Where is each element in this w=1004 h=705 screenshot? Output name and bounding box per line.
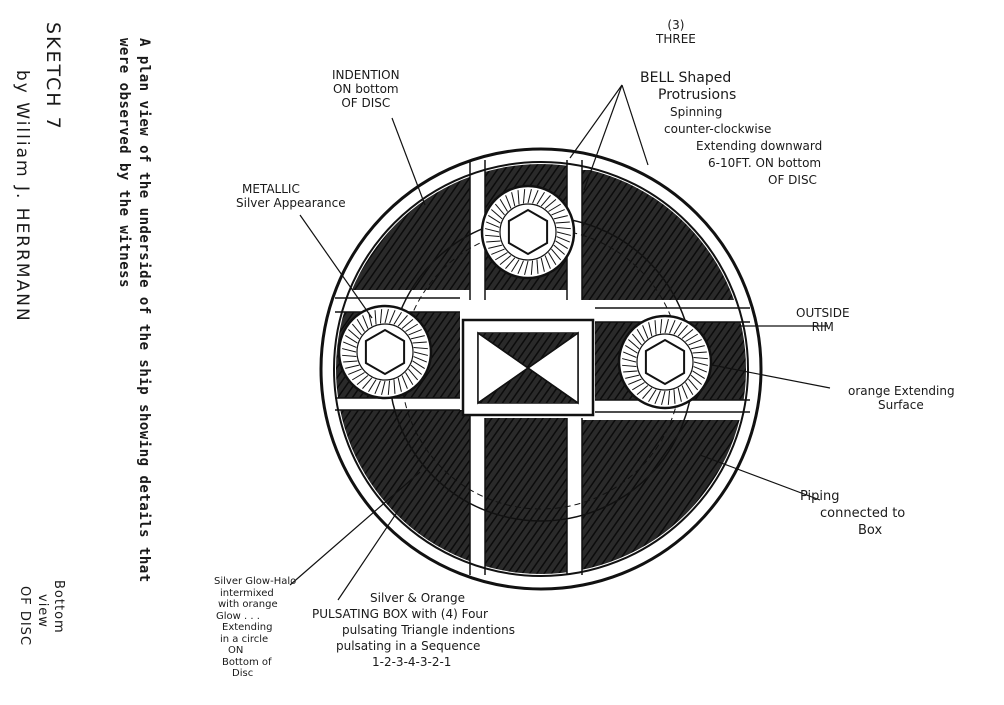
- arm-bottom: [485, 418, 567, 574]
- label-indention-3: OF DISC: [341, 96, 391, 110]
- leader-lines: [289, 84, 831, 601]
- label-box-1: Silver & Orange: [370, 591, 466, 605]
- pulsating-box: [461, 318, 595, 417]
- label-box-3: pulsating Triangle indentions: [342, 623, 515, 637]
- label-indention-1: INDENTION: [332, 68, 400, 82]
- label-halo-2: intermixed: [220, 587, 274, 599]
- label-halo-5: Extending: [222, 622, 273, 633]
- label-halo: Silver Glow-Halo intermixed with orange …: [214, 576, 296, 680]
- label-halo-4: Glow . . .: [216, 610, 260, 622]
- label-metallic: METALLIC Silver Appearance: [236, 182, 346, 210]
- protrusion-left: [337, 304, 433, 400]
- label-orange-1: orange Extending: [848, 384, 955, 398]
- label-halo-3: with orange: [218, 599, 278, 610]
- label-piping-1: Piping: [800, 489, 840, 504]
- label-indention: INDENTION ON bottom OF DISC: [332, 68, 400, 110]
- label-box-5: 1-2-3-4-3-2-1: [372, 655, 452, 669]
- label-three-1: (3): [667, 18, 685, 32]
- label-indention-2: ON bottom: [332, 82, 399, 96]
- label-rim-1: OUTSIDE: [796, 306, 850, 320]
- label-bell-6: 6-10FT. ON bottom: [708, 156, 822, 170]
- label-bell-4: counter-clockwise: [664, 122, 772, 136]
- label-box-4: pulsating in a Sequence: [336, 639, 481, 653]
- label-rim-2: RIM: [811, 320, 834, 334]
- label-box: Silver & Orange PULSATING BOX with (4) F…: [312, 590, 515, 670]
- label-bell: BELL Shaped Protrusions Spinning counter…: [640, 70, 822, 189]
- label-metallic-1: METALLIC: [242, 182, 300, 196]
- protrusion-right: [617, 314, 713, 410]
- label-piping: Piping connected to Box: [800, 488, 905, 539]
- label-halo-6: in a circle: [220, 633, 269, 645]
- label-rim: OUTSIDE RIM: [796, 306, 850, 334]
- label-three-2: THREE: [656, 32, 696, 46]
- label-three: (3) THREE: [656, 18, 696, 46]
- label-halo-1: Silver Glow-Halo: [214, 576, 297, 587]
- label-bell-1: BELL Shaped: [640, 70, 732, 86]
- label-halo-7: ON: [228, 645, 244, 656]
- label-metallic-2: Silver Appearance: [236, 196, 346, 210]
- label-piping-2: connected to: [820, 506, 906, 521]
- label-halo-9: Disc: [232, 668, 254, 679]
- label-bell-7: OF DISC: [768, 173, 817, 187]
- label-bell-2: Protrusions: [658, 87, 737, 103]
- label-orange: orange Extending Surface: [848, 384, 955, 412]
- label-bell-5: Extending downward: [696, 139, 823, 153]
- label-bell-3: Spinning: [670, 105, 723, 119]
- label-halo-8: Bottom of: [222, 656, 272, 668]
- label-orange-2: Surface: [878, 398, 924, 412]
- protrusion-top: [480, 184, 576, 280]
- label-piping-3: Box: [858, 523, 883, 538]
- label-box-2: PULSATING BOX with (4) Four: [312, 607, 488, 621]
